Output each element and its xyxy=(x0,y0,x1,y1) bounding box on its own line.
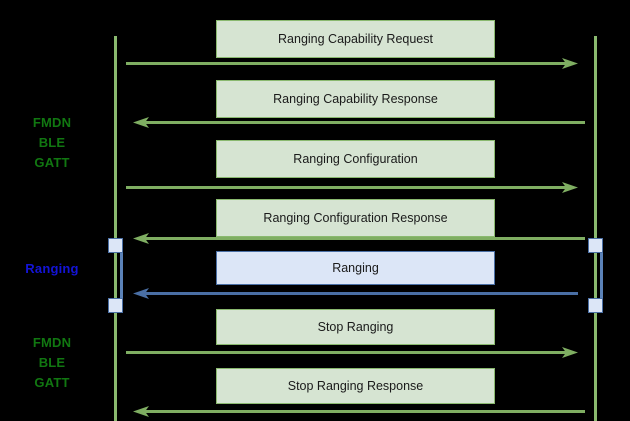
left-activation-bar xyxy=(120,245,123,305)
left-activation-start xyxy=(108,238,123,253)
message-box-ranging: Ranging xyxy=(216,251,495,285)
message-label: Stop Ranging Response xyxy=(287,379,424,393)
message-label: Ranging xyxy=(332,261,379,275)
message-box-ranging-configuration: Ranging Configuration xyxy=(216,140,495,178)
arrow-ranging-capability-request xyxy=(126,58,578,69)
message-label: Ranging Configuration Response xyxy=(263,211,448,225)
message-box-stop-ranging: Stop Ranging xyxy=(216,309,495,345)
message-box-ranging-configuration-response: Ranging Configuration Response xyxy=(216,199,495,237)
phase-label-ranging: Ranging xyxy=(25,261,79,276)
arrow-ranging xyxy=(133,288,578,299)
right-activation-bar xyxy=(600,245,603,305)
right-activation-start xyxy=(588,238,603,253)
left-lifeline xyxy=(114,36,117,421)
message-label: Ranging Configuration xyxy=(293,152,418,166)
phase-label-fmdn-ble-gatt-bottom: FMDN BLE GATT xyxy=(32,335,72,390)
message-label: Ranging Capability Response xyxy=(273,92,438,106)
arrow-ranging-capability-response xyxy=(133,117,585,128)
message-label: Stop Ranging xyxy=(317,320,394,334)
message-box-ranging-capability-response: Ranging Capability Response xyxy=(216,80,495,118)
message-box-ranging-capability-request: Ranging Capability Request xyxy=(216,20,495,58)
arrow-stop-ranging xyxy=(126,347,578,358)
message-box-stop-ranging-response: Stop Ranging Response xyxy=(216,368,495,404)
phase-label-fmdn-ble-gatt-top: FMDN BLE GATT xyxy=(32,115,72,170)
left-activation-end xyxy=(108,298,123,313)
right-lifeline xyxy=(594,36,597,421)
right-activation-end xyxy=(588,298,603,313)
message-label: Ranging Capability Request xyxy=(278,32,433,46)
arrow-ranging-configuration xyxy=(126,182,578,193)
arrow-stop-ranging-response xyxy=(133,406,585,417)
arrow-ranging-configuration-response xyxy=(133,233,585,244)
